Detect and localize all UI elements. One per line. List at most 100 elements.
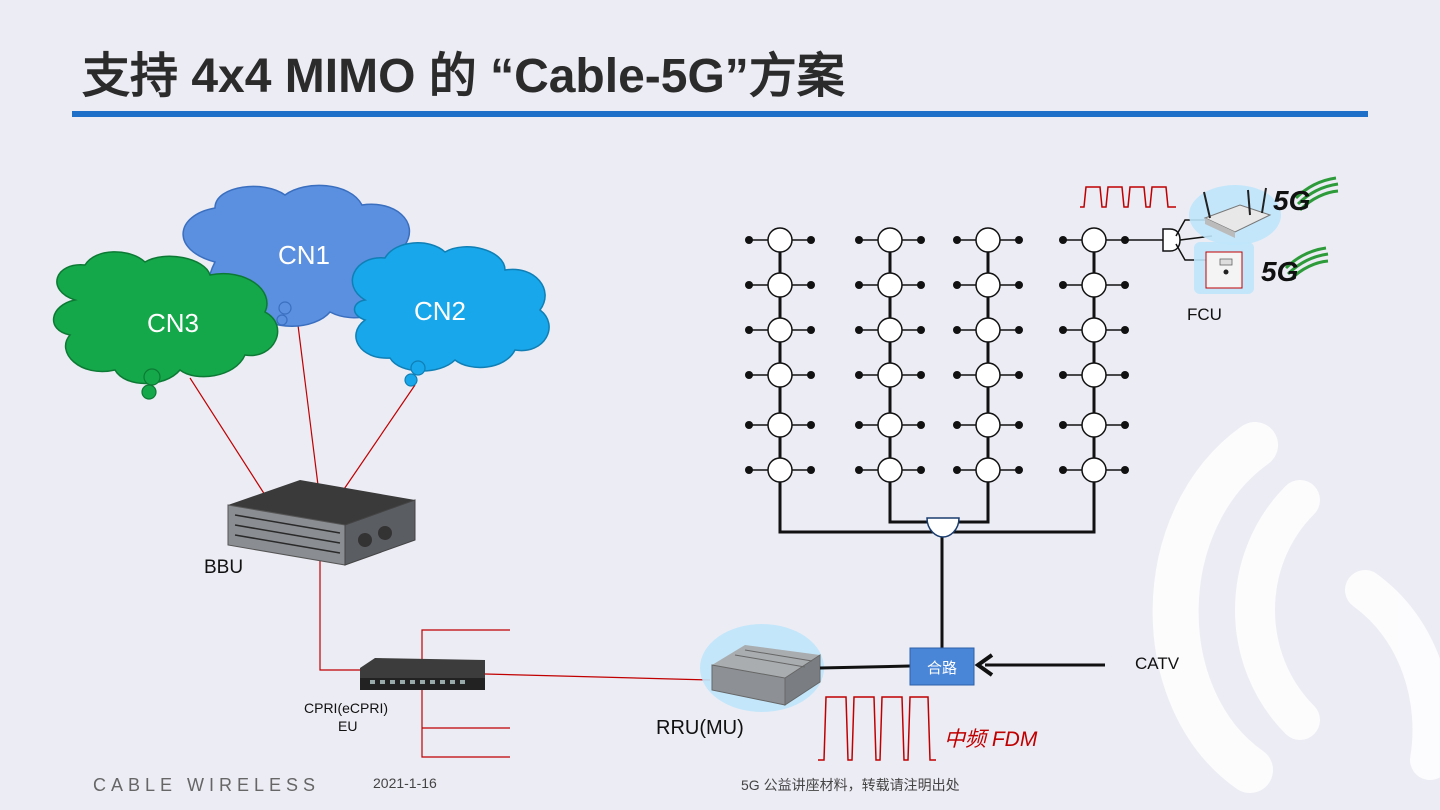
tap-node — [1081, 412, 1107, 438]
fcu-panel — [1194, 242, 1254, 294]
tap-node — [877, 227, 903, 253]
tap-port — [1121, 281, 1129, 289]
footer-note: 5G 公益讲座材料，转载请注明出处 — [741, 777, 960, 793]
catv-label: CATV — [1135, 654, 1180, 673]
5g-badge-top: 5G — [1273, 185, 1311, 216]
tap-node — [877, 317, 903, 343]
combiner-label: 合路 — [927, 660, 958, 677]
tap-port — [855, 371, 863, 379]
tap-node — [975, 317, 1001, 343]
tap-port — [917, 326, 925, 334]
tap-node — [767, 272, 793, 298]
tap-node — [767, 412, 793, 438]
tap-node — [1081, 362, 1107, 388]
fcu-router — [1189, 185, 1281, 245]
bbu-device — [227, 480, 416, 566]
tap-node — [767, 362, 793, 388]
tap-port — [1059, 326, 1067, 334]
tap-port — [1015, 281, 1023, 289]
slide-title: 支持 4x4 MIMO 的 “Cable-5G”方案 — [82, 50, 845, 103]
tap-port — [1121, 371, 1129, 379]
title-rule — [72, 111, 1368, 117]
rru-device — [700, 624, 824, 712]
tap-port — [1015, 371, 1023, 379]
watermark-logo — [1152, 422, 1440, 793]
tap-node — [767, 457, 793, 483]
fdm-waveform — [818, 696, 936, 761]
tap-port — [807, 466, 815, 474]
tap-node — [1081, 272, 1107, 298]
tap-port — [917, 236, 925, 244]
tap-port — [855, 281, 863, 289]
tap-port — [745, 326, 753, 334]
tap-port — [807, 281, 815, 289]
tap-port — [953, 281, 961, 289]
tap-port — [953, 236, 961, 244]
tap-node — [767, 227, 793, 253]
rru-label: RRU(MU) — [656, 717, 744, 739]
tap-port — [745, 236, 753, 244]
tap-node — [1081, 317, 1107, 343]
tap-port — [953, 371, 961, 379]
tap-port — [953, 466, 961, 474]
tap-port — [745, 371, 753, 379]
5g-swoosh-top — [1294, 176, 1339, 212]
bbu-label: BBU — [204, 557, 244, 578]
cloud-cn3 — [52, 251, 292, 400]
tap-port — [1059, 371, 1067, 379]
tap-node — [975, 362, 1001, 388]
footer-date: 2021-1-16 — [373, 775, 437, 791]
tap-port — [1059, 466, 1067, 474]
tap-port — [917, 421, 925, 429]
tap-port — [855, 421, 863, 429]
cloud-cn2-label: CN2 — [414, 296, 467, 326]
tap-port — [745, 421, 753, 429]
tap-port — [1015, 466, 1023, 474]
tap-port — [807, 326, 815, 334]
tap-port — [1059, 281, 1067, 289]
tap-port — [953, 421, 961, 429]
tap-node — [975, 457, 1001, 483]
tap-node — [975, 272, 1001, 298]
tap-port — [1015, 421, 1023, 429]
tap-port — [953, 326, 961, 334]
cloud-cn3-label: CN3 — [147, 308, 200, 338]
tap-node — [975, 227, 1001, 253]
eu-switch-device — [360, 658, 485, 690]
tap-port — [917, 281, 925, 289]
eu-label-line1: CPRI(eCPRI) — [304, 700, 389, 716]
fcu-waveform — [1080, 186, 1176, 208]
tap-node — [767, 317, 793, 343]
tap-port — [855, 236, 863, 244]
tap-port — [917, 371, 925, 379]
tap-node — [877, 272, 903, 298]
tap-port — [1015, 236, 1023, 244]
tap-node — [1081, 457, 1107, 483]
tap-port — [1059, 421, 1067, 429]
tap-port — [745, 281, 753, 289]
5g-swoosh-bottom — [1284, 246, 1329, 282]
cloud-cn1-label: CN1 — [278, 240, 331, 270]
distribution-network — [778, 470, 1105, 677]
tap-port — [807, 371, 815, 379]
tap-node — [877, 362, 903, 388]
core-links — [189, 324, 711, 758]
tap-port — [855, 326, 863, 334]
eu-label-line2: EU — [338, 718, 358, 734]
tap-node — [1081, 227, 1107, 253]
tap-port — [807, 236, 815, 244]
tap-port — [807, 421, 815, 429]
5g-badge-bottom: 5G — [1261, 256, 1299, 287]
tap-grid — [745, 227, 1129, 483]
combiner-box — [909, 647, 975, 686]
cloud-cn2 — [351, 242, 550, 387]
splitter-icon — [926, 517, 960, 538]
tap-port — [1059, 236, 1067, 244]
tap-port — [745, 466, 753, 474]
tap-port — [1121, 466, 1129, 474]
fcu-label: FCU — [1187, 305, 1222, 324]
tap-port — [1121, 421, 1129, 429]
tap-port — [1121, 326, 1129, 334]
tap-port — [1015, 326, 1023, 334]
footer-brand: CABLE WIRELESS — [93, 775, 321, 795]
